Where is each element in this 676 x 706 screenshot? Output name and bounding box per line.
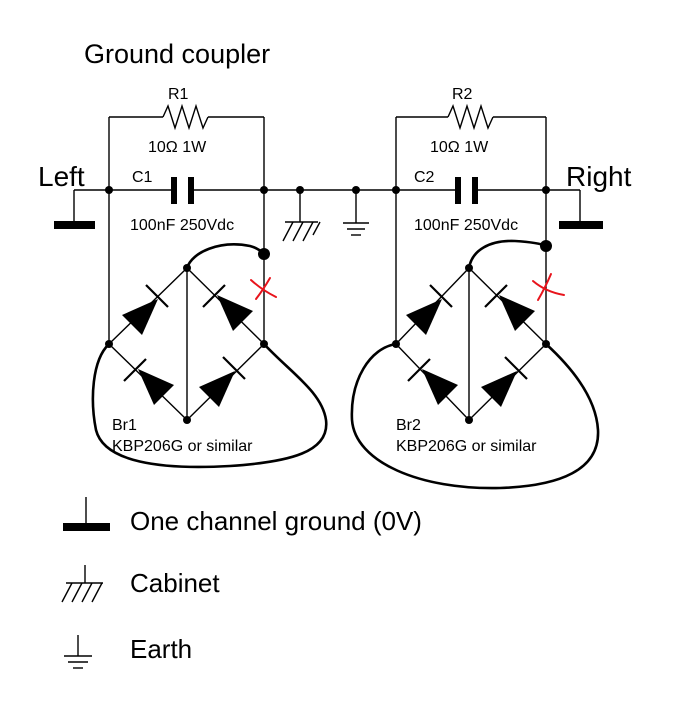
diagram-title: Ground coupler	[84, 39, 270, 69]
earth-ground-symbol	[343, 190, 369, 236]
r1-value: 10Ω 1W	[148, 139, 207, 156]
right-hand-drawn-loop	[350, 342, 600, 490]
right-port-label: Right	[566, 161, 632, 192]
legend-one-channel-ground-icon	[63, 497, 110, 531]
br2-diode-top-left	[406, 284, 453, 335]
legend-one-channel-ground-label: One channel ground (0V)	[130, 506, 422, 536]
c2-label: C2	[414, 169, 435, 186]
capacitor-c1	[171, 177, 194, 204]
left-red-cross	[250, 277, 277, 300]
left-port-label: Left	[38, 161, 85, 192]
legend: One channel ground (0V) Cabinet Earth	[61, 497, 422, 669]
br1-part: KBP206G or similar	[112, 438, 253, 455]
legend-cabinet-label: Cabinet	[130, 568, 220, 598]
br2-part: KBP206G or similar	[396, 438, 537, 455]
r1-label: R1	[168, 86, 189, 103]
br1-diode-top-left	[122, 284, 169, 335]
br2-diode-bottom-right	[481, 356, 528, 407]
left-ground-symbol	[54, 189, 109, 229]
right-section: R2 10Ω 1W C2 100nF 250Vdc Right	[350, 86, 632, 490]
right-ground-symbol	[546, 189, 603, 229]
capacitor-c2	[455, 177, 478, 204]
r2-value: 10Ω 1W	[430, 139, 489, 156]
left-hand-drawn-loop	[91, 342, 328, 469]
br1-label: Br1	[112, 417, 137, 434]
left-hand-drawn-link	[185, 243, 266, 270]
legend-cabinet-icon	[61, 565, 103, 603]
legend-earth-icon	[64, 635, 92, 669]
center-section	[264, 186, 396, 242]
br1-diode-bottom-right	[199, 356, 246, 407]
left-section: Left R1 10Ω 1W C1 100nF 250Vdc	[38, 86, 328, 469]
resistor-r2	[395, 103, 547, 190]
br2-label: Br2	[396, 417, 421, 434]
right-red-cross	[532, 273, 565, 301]
br1-diode-bottom-left	[123, 358, 174, 405]
legend-earth-label: Earth	[130, 634, 192, 664]
c1-value: 100nF 250Vdc	[130, 217, 234, 234]
c2-value: 100nF 250Vdc	[414, 217, 518, 234]
cabinet-ground-symbol	[282, 190, 321, 242]
br2-diode-bottom-left	[407, 358, 458, 405]
resistor-r1	[108, 103, 265, 190]
r2-label: R2	[452, 86, 473, 103]
br1-diode-top-right	[202, 284, 253, 331]
br2-diode-top-right	[484, 284, 535, 331]
right-hand-drawn-link	[467, 239, 548, 270]
c1-label: C1	[132, 169, 153, 186]
